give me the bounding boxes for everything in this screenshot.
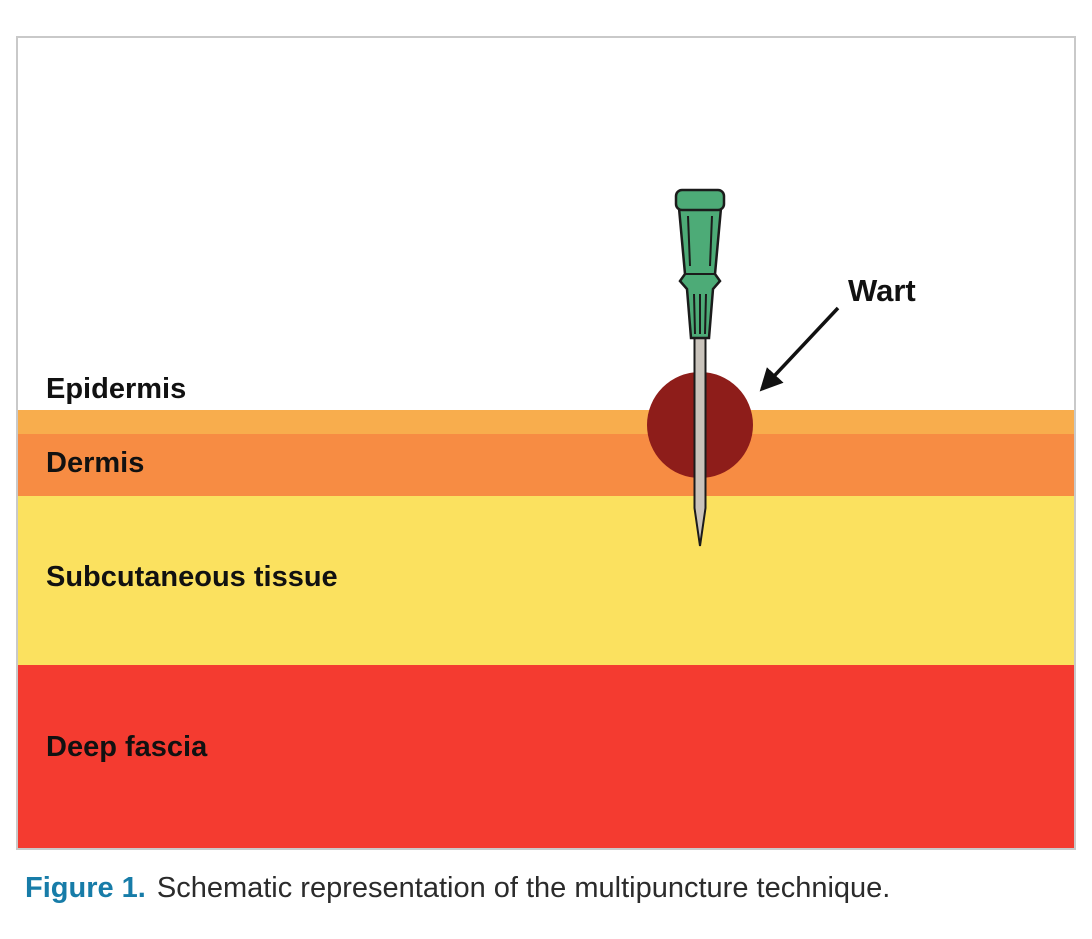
needle-hub	[677, 206, 723, 340]
wart-arrow	[759, 306, 840, 392]
needle-cap	[674, 188, 726, 212]
subcutaneous-tissue-label: Subcutaneous tissue	[46, 561, 338, 593]
epidermis-label: Epidermis	[46, 373, 187, 405]
deep-fascia-band	[18, 665, 1074, 848]
subcutaneous-tissue-band	[18, 496, 1074, 665]
needle-hub-ridges	[685, 215, 715, 335]
figure-caption: Figure 1. Schematic representation of the…	[25, 872, 890, 905]
deep-fascia-label: Deep fascia	[46, 731, 208, 763]
skin-layers-diagram: Epidermis Dermis Subcutaneous tissue Dee…	[16, 36, 1076, 850]
epidermis-band	[18, 410, 1074, 434]
dermis-band	[18, 434, 1074, 496]
dermis-label: Dermis	[46, 447, 145, 479]
figure-caption-text: Schematic representation of the multipun…	[156, 872, 891, 904]
figure-caption-number: Figure 1.	[25, 872, 146, 904]
wart-label: Wart	[848, 273, 916, 308]
